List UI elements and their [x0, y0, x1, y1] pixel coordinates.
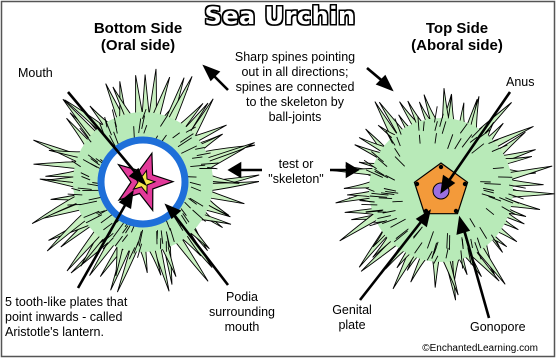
spine: [142, 75, 150, 119]
top-side-header-line1: Top Side: [392, 20, 522, 37]
label-anus: Anus: [506, 75, 535, 90]
label-spines-line: to the skeleton by: [220, 95, 370, 110]
label-teeth: 5 tooth-like plates that point inwards -…: [5, 295, 127, 340]
label-podia: Podia surrounding mouth: [196, 290, 288, 335]
gonopore-dot: [415, 182, 419, 186]
label-teeth-line: point inwards - called: [5, 310, 127, 325]
label-spines: Sharp spines pointing out in all directi…: [220, 50, 370, 125]
credit-text: ©EnchantedLearning.com: [422, 343, 538, 354]
arrowhead-test-right: [347, 164, 357, 176]
label-spines-line: spines are connected: [220, 80, 370, 95]
label-spines-line: Sharp spines pointing: [220, 50, 370, 65]
label-genital-line: Genital: [322, 303, 382, 318]
label-spines-line: ball-joints: [220, 110, 370, 125]
label-test-line: test or: [258, 157, 334, 172]
inner-spine: [392, 201, 402, 202]
label-genital-line: plate: [322, 318, 382, 333]
diagram-title: Sea Urchin: [195, 2, 365, 30]
arrowhead-test-left: [230, 164, 240, 176]
label-test: test or "skeleton": [258, 157, 334, 187]
gonopore-dot: [439, 165, 443, 169]
spine: [507, 190, 555, 198]
label-podia-line: surrounding: [196, 305, 288, 320]
label-podia-line: mouth: [196, 320, 288, 335]
label-test-line: "skeleton": [258, 172, 334, 187]
label-teeth-line: Aristotle's lantern.: [5, 325, 127, 340]
bottom-side-header: Bottom Side (Oral side): [78, 20, 198, 54]
label-spines-line: out in all directions;: [220, 65, 370, 80]
inner-spine: [361, 204, 377, 205]
gonopore-dot: [463, 182, 467, 186]
bottom-side-header-line2: (Oral side): [78, 37, 198, 54]
top-side-header: Top Side (Aboral side): [392, 20, 522, 54]
gonopore-dot: [454, 209, 458, 213]
label-mouth: Mouth: [18, 66, 53, 81]
label-teeth-line: 5 tooth-like plates that: [5, 295, 127, 310]
label-gonopore: Gonopore: [470, 320, 526, 335]
top-side-header-line2: (Aboral side): [392, 37, 522, 54]
bottom-side-header-line1: Bottom Side: [78, 20, 198, 37]
label-podia-line: Podia: [196, 290, 288, 305]
label-genital-plate: Genital plate: [322, 303, 382, 333]
